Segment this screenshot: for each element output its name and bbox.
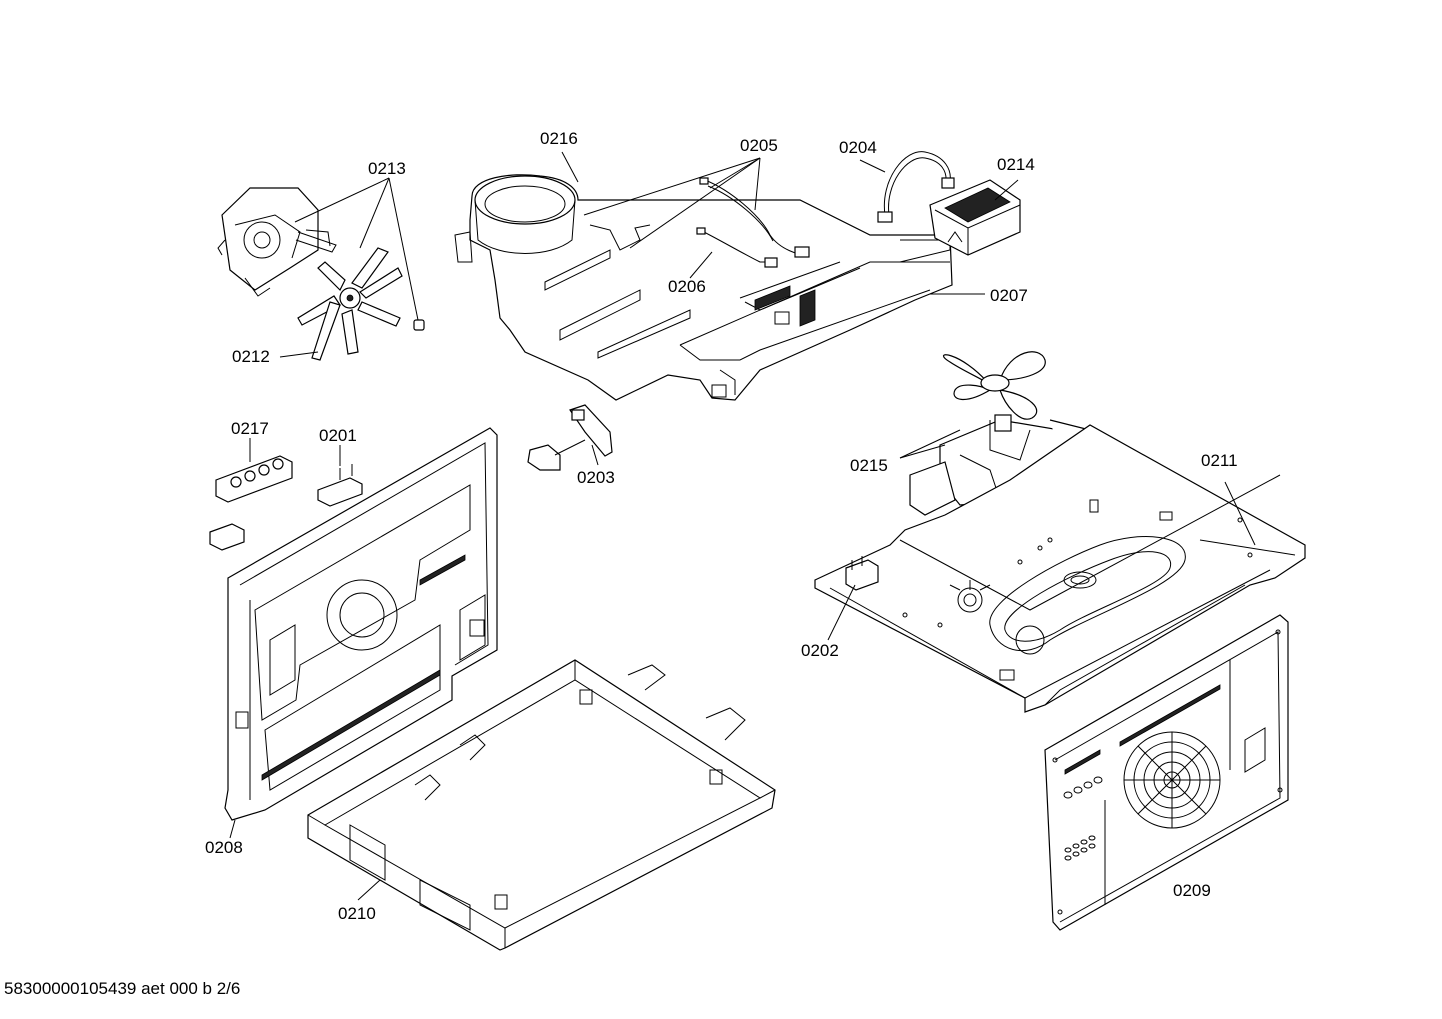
air-duct-cover bbox=[454, 174, 953, 401]
heatsink-module bbox=[929, 179, 1021, 256]
label-0210: 0210 bbox=[338, 904, 376, 923]
terminal-block bbox=[215, 455, 293, 503]
label-0207: 0207 bbox=[990, 286, 1028, 305]
fan-motor-assembly bbox=[217, 187, 337, 297]
thermal-fuse bbox=[845, 556, 879, 591]
label-0205: 0205 bbox=[740, 136, 778, 155]
label-0206: 0206 bbox=[668, 277, 706, 296]
label-0201: 0201 bbox=[319, 426, 357, 445]
label-0214: 0214 bbox=[997, 155, 1035, 174]
clip-part bbox=[209, 523, 245, 551]
oven-back-wall bbox=[1044, 614, 1289, 931]
label-0204: 0204 bbox=[839, 138, 877, 157]
label-0209: 0209 bbox=[1173, 881, 1211, 900]
cable-0204 bbox=[877, 151, 955, 223]
label-0213: 0213 bbox=[368, 159, 406, 178]
label-0215: 0215 bbox=[850, 456, 888, 475]
fan-nut bbox=[413, 319, 425, 331]
label-0211: 0211 bbox=[1201, 451, 1238, 470]
label-0216: 0216 bbox=[540, 129, 578, 148]
part-labels: 0213 0216 0205 0204 0214 0206 0207 0212 … bbox=[205, 129, 1238, 923]
wiring-harness bbox=[696, 177, 810, 268]
bottom-tray bbox=[307, 659, 776, 951]
label-0208: 0208 bbox=[205, 838, 243, 857]
connector-0201 bbox=[317, 464, 363, 507]
label-0203: 0203 bbox=[577, 468, 615, 487]
label-0212: 0212 bbox=[232, 347, 270, 366]
label-0217: 0217 bbox=[231, 419, 269, 438]
oven-top-plate bbox=[814, 424, 1306, 713]
label-0202: 0202 bbox=[801, 641, 839, 660]
fan-impeller bbox=[297, 247, 403, 361]
back-panel bbox=[224, 427, 498, 821]
sensor-bracket bbox=[527, 404, 613, 471]
document-id-footer: 58300000105439 aet 000 b 2/6 bbox=[4, 979, 241, 998]
